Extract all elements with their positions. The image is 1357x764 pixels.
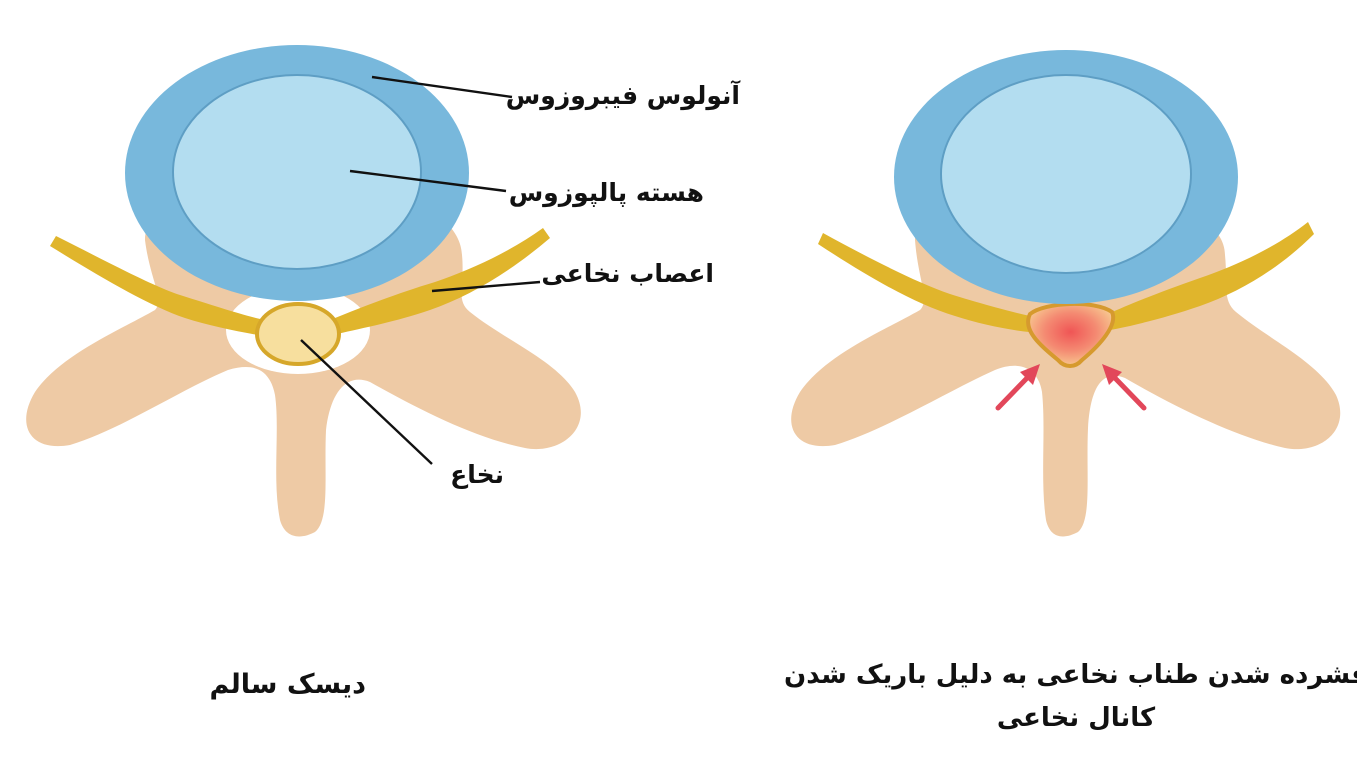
label-annulus-fibrosus: آنولوس فیبروزوس: [506, 80, 742, 111]
leader-annulus: [371, 75, 513, 99]
caption-stenosis-line1: فشرده شدن طناب نخاعی به دلیل باریک شدن: [784, 660, 1357, 690]
caption-stenosis-line2: کانال نخاعی: [997, 703, 1156, 733]
label-spinal-cord: نخاع: [450, 460, 504, 489]
leader-cord: [300, 339, 433, 465]
nucleus-pulposus-stenosis: [940, 74, 1192, 274]
compression-arrow-right: [1102, 364, 1147, 411]
leader-lines: [300, 75, 541, 465]
label-nucleus-pulposus: هسته پالپوزوس: [509, 178, 704, 208]
spinal-cord: [255, 302, 341, 366]
healthy-vertebra: [26, 45, 581, 537]
nerve-left-stenosis: [818, 233, 1030, 332]
leader-nucleus: [349, 169, 507, 193]
compression-arrow-left: [995, 364, 1040, 411]
compressed-spinal-cord: [1026, 302, 1116, 368]
stenosis-vertebra: [791, 50, 1341, 537]
nerve-right-stenosis: [1108, 222, 1314, 330]
nucleus-pulposus: [172, 74, 422, 270]
nerve-left: [50, 236, 265, 336]
nerve-right: [335, 228, 550, 334]
label-spinal-nerves: اعصاب نخاعی: [541, 259, 714, 288]
caption-healthy-disc: دیسک سالم: [209, 669, 366, 700]
leader-nerves: [431, 280, 541, 293]
